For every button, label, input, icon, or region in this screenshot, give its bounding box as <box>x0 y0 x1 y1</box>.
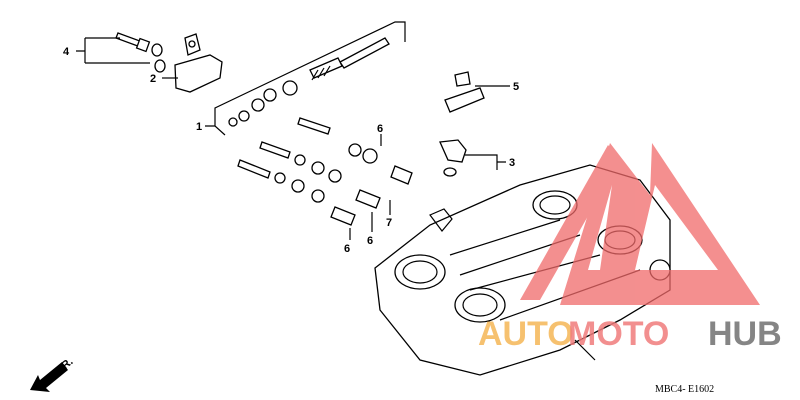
callout-6-lower: 6 <box>344 243 350 255</box>
part-6-middle-row <box>259 141 381 209</box>
part-5-fitting <box>444 71 485 113</box>
part-3-elbow <box>439 139 467 177</box>
leader-lines <box>76 21 510 240</box>
figure-code: MBC4- E1602 <box>655 384 714 395</box>
callout-2: 2 <box>150 73 156 85</box>
callout-6-middle: 6 <box>367 235 373 247</box>
part-2-bracket <box>174 33 223 93</box>
watermark-hub: HUB <box>708 315 782 353</box>
watermark-text: AUTO MOTO HUB <box>478 315 782 353</box>
part-4-bolts <box>115 32 166 73</box>
callout-1: 1 <box>196 121 202 133</box>
watermark-auto: AUTO <box>478 315 574 353</box>
automotohub-watermark-logo <box>520 143 760 305</box>
callout-7: 7 <box>386 217 392 229</box>
callout-3: 3 <box>509 157 515 169</box>
callout-4: 4 <box>63 46 70 58</box>
part-6-lower-row <box>237 159 356 226</box>
part-1-assembly <box>228 37 390 127</box>
front-direction-arrow: FR. <box>30 356 76 392</box>
watermark-moto: MOTO <box>568 315 669 353</box>
part-6-upper-row <box>297 117 413 185</box>
callout-6-upper: 6 <box>377 123 383 135</box>
callout-5: 5 <box>513 81 519 93</box>
